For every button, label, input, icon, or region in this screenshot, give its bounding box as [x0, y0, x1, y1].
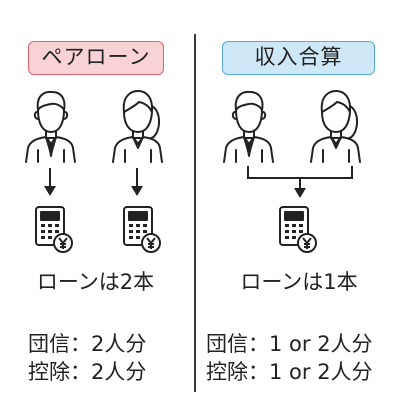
man-suit-icon — [22, 88, 78, 164]
group-life-line: 団信：1 or 2人分 — [206, 332, 373, 356]
arrow-down-icon — [44, 168, 56, 196]
income-combine-badge: 収入合算 — [222, 41, 375, 75]
deduction-line: 控除：2人分 — [28, 360, 147, 384]
merge-arrow-icon — [247, 166, 353, 198]
group-life-line: 団信：2人分 — [28, 332, 147, 356]
woman-suit-icon — [109, 88, 165, 164]
loan-count-label: ローンは2本 — [36, 270, 155, 294]
loan-count-label: ローンは1本 — [240, 270, 358, 294]
calculator-yen-icon — [278, 205, 318, 255]
calculator-yen-icon — [122, 205, 162, 255]
calculator-yen-icon — [34, 205, 74, 255]
coverage-info: 団信：2人分 控除：2人分 — [28, 330, 146, 386]
woman-suit-icon — [307, 88, 363, 164]
man-suit-icon — [220, 88, 276, 164]
coverage-info: 団信：1 or 2人分 控除：1 or 2人分 — [206, 330, 373, 386]
pair-loan-badge: ペアローン — [28, 41, 164, 75]
column-divider — [194, 34, 196, 392]
pair-loan-column: ペアローン ローンは2本 団信：2人分 控除：2人分 — [0, 0, 195, 400]
arrow-down-icon — [131, 168, 143, 196]
deduction-line: 控除：1 or 2人分 — [206, 360, 373, 384]
income-combine-column: 収入合算 ローンは1本 団信：1 or 2人分 控除：1 or 2人分 — [198, 0, 400, 400]
